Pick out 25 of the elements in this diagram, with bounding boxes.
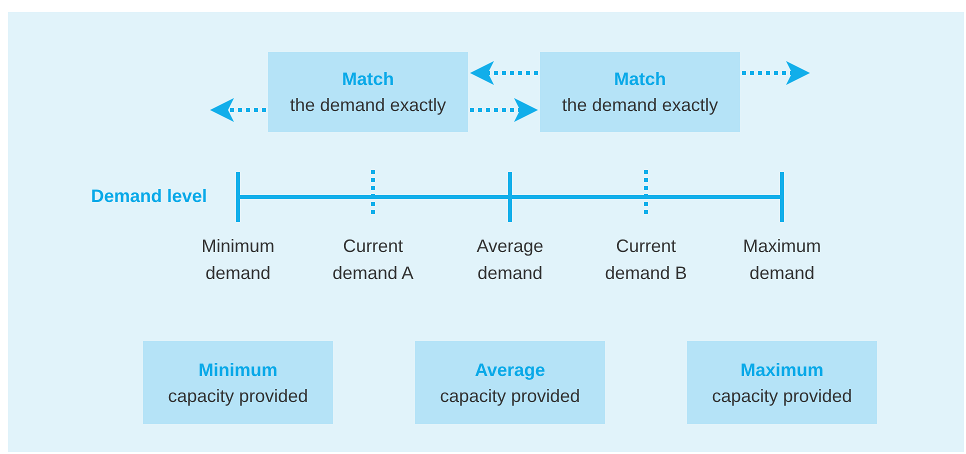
- box-text: the demand exactly: [562, 94, 718, 117]
- box-text: the demand exactly: [290, 94, 446, 117]
- axis-title: Demand level: [91, 186, 208, 207]
- dotted-arrow: [210, 98, 266, 122]
- text-box: [540, 52, 740, 132]
- tick-label: Average demand: [476, 235, 544, 285]
- tick-label: Maximum demand: [742, 235, 822, 285]
- text-box: [415, 341, 605, 424]
- tick-label: Current demand B: [604, 235, 688, 285]
- box-heading: Average: [474, 358, 546, 382]
- box-text: capacity provided: [440, 384, 580, 408]
- box-heading: Match: [614, 68, 666, 91]
- box-heading: Match: [342, 68, 394, 91]
- text-box: [268, 52, 468, 132]
- box-heading: Minimum: [198, 358, 278, 382]
- text-box: [687, 341, 877, 424]
- box-heading: Maximum: [740, 358, 824, 382]
- dotted-arrow: [742, 61, 810, 85]
- tick-label: Minimum demand: [200, 235, 276, 285]
- dotted-arrow: [470, 98, 538, 122]
- dotted-arrow: [470, 61, 538, 85]
- text-box: [143, 341, 333, 424]
- tick-label: Current demand A: [331, 235, 415, 285]
- box-text: capacity provided: [168, 384, 308, 408]
- box-text: capacity provided: [712, 384, 852, 408]
